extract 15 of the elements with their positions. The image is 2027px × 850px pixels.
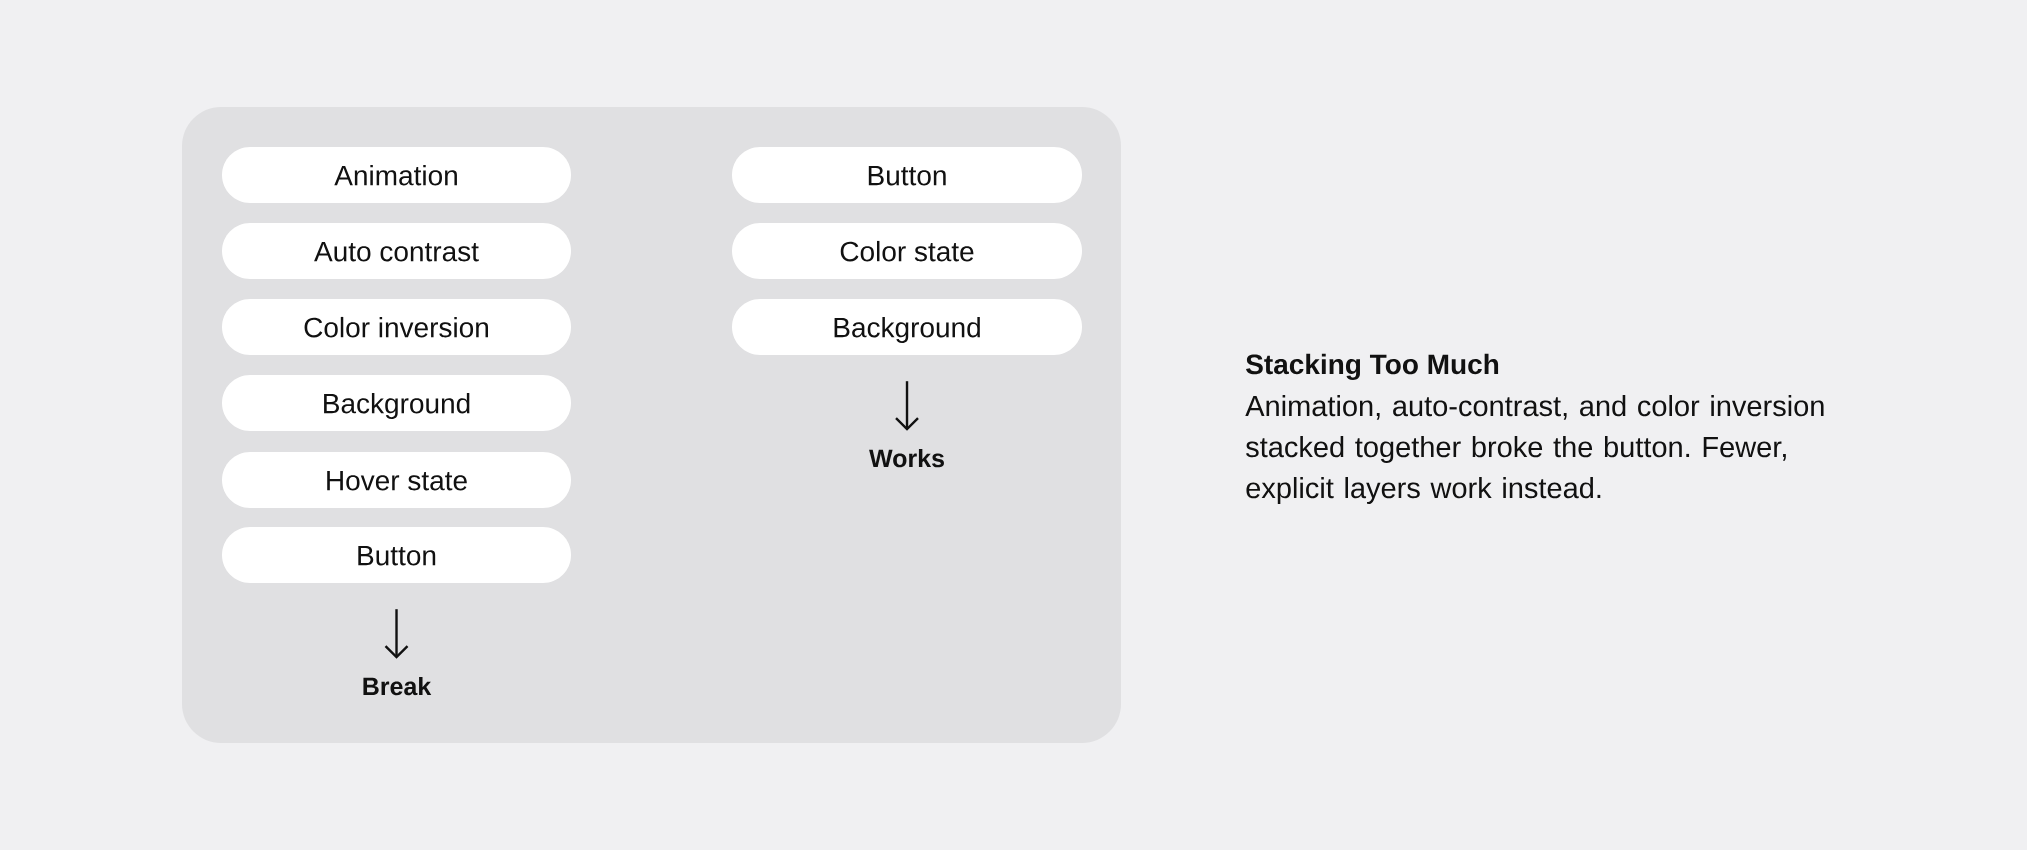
layer-pill: Button (732, 147, 1082, 203)
layer-pill: Auto contrast (222, 223, 571, 279)
layer-pill: Button (222, 527, 571, 583)
result-label: Break (363, 676, 432, 696)
arrow (895, 381, 919, 431)
description-text: Animation, auto-contrast, and color inversion stacked together broke the button. Fewer, explicit layers work instead. (1245, 395, 1824, 504)
heading: Stacking Too Much (1246, 353, 1499, 380)
layer-pill: Color state (732, 223, 1082, 279)
layer-pill: Background (222, 375, 571, 431)
layer-pill: Animation (222, 147, 571, 203)
layer-pill: Hover state (222, 452, 571, 508)
arrow (384, 609, 409, 659)
layer-pill: Color inversion (222, 299, 571, 355)
result-label: Works (869, 448, 944, 468)
layer-pill: Background (732, 299, 1082, 355)
